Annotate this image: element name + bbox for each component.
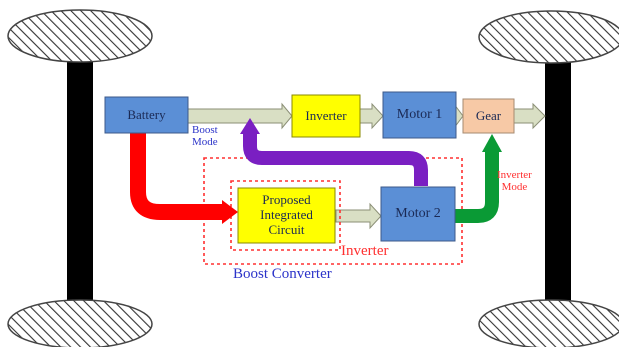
boost-mode-line-1: Boost xyxy=(192,124,218,136)
inverter-top-label: Inverter xyxy=(305,108,347,123)
green-arrow xyxy=(455,150,499,223)
arrow-inverter-to-motor1 xyxy=(359,102,384,130)
green-arrowhead xyxy=(482,134,502,152)
proposed-line-3: Circuit xyxy=(268,222,305,237)
wheel-bottom-right xyxy=(478,299,619,347)
motor2-label: Motor 2 xyxy=(395,206,441,221)
motor1-label: Motor 1 xyxy=(396,107,443,122)
gear-label: Gear xyxy=(475,108,502,123)
arrow-gear-to-axle xyxy=(513,102,546,130)
gear-block xyxy=(462,98,515,134)
boost-converter-label: Boost Converter xyxy=(233,266,332,282)
arrow-battery-to-inverter xyxy=(187,102,293,130)
battery-label: Battery xyxy=(127,107,166,122)
wheel-top-left xyxy=(7,9,153,63)
arrow-circuit-to-motor2 xyxy=(335,202,382,230)
red-arrowhead xyxy=(222,200,238,224)
right-axle xyxy=(545,48,571,314)
inverter-dashed-label: Inverter xyxy=(341,243,389,259)
proposed-circuit-block xyxy=(237,187,336,244)
motor2-block xyxy=(380,186,456,242)
inverter-mode-label: Inverter Mode xyxy=(497,169,532,193)
motor1-block xyxy=(382,91,457,139)
inverter-block xyxy=(291,94,361,138)
proposed-circuit-label: Proposed Integrated Circuit xyxy=(238,192,335,237)
proposed-line-2: Integrated xyxy=(260,207,313,222)
purple-arrow xyxy=(243,132,428,186)
proposed-line-1: Proposed xyxy=(262,192,311,207)
boost-mode-label: Boost Mode xyxy=(192,124,218,148)
red-arrow xyxy=(130,132,224,220)
inverter-mode-line-2: Mode xyxy=(501,180,528,193)
wheel-top-right xyxy=(478,10,619,64)
battery-block xyxy=(104,96,189,134)
inverter-mode-line-1: Inverter xyxy=(497,169,532,181)
left-axle xyxy=(67,48,93,314)
wheel-bottom-left xyxy=(7,299,153,347)
boost-mode-line-2: Mode xyxy=(192,135,218,148)
purple-arrowhead xyxy=(240,118,260,134)
boost-converter-dashed-region xyxy=(230,180,341,251)
